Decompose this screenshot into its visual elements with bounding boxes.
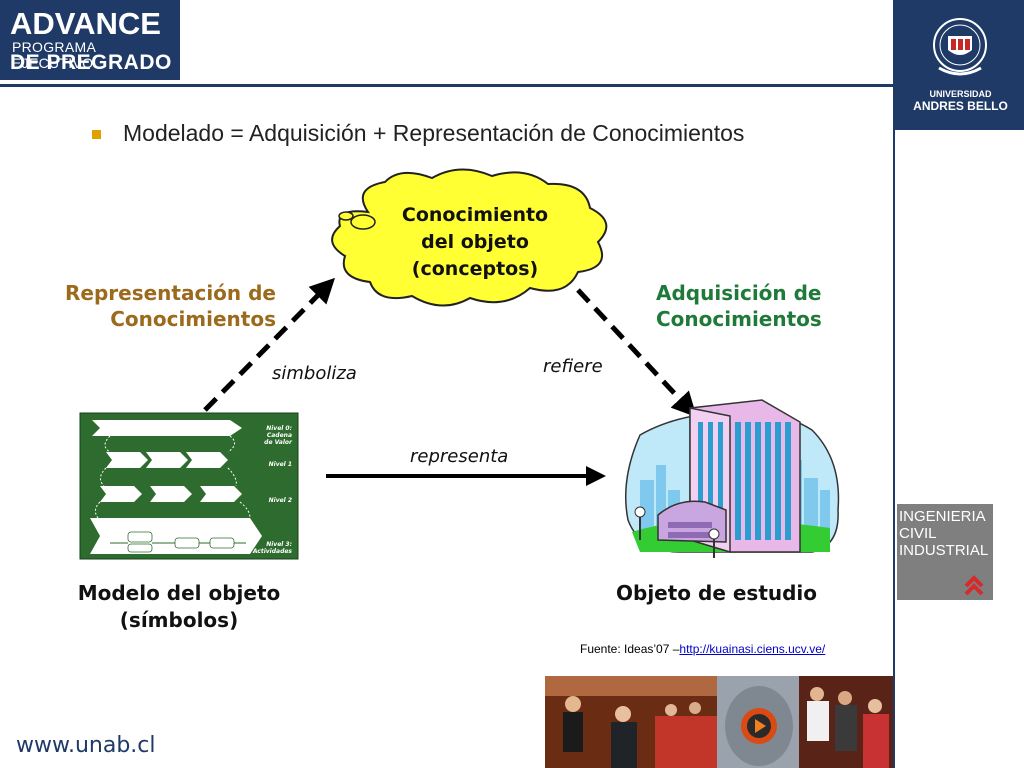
right-sidebar: UNIVERSIDAD ANDRES BELLO INGENIERIA CIVI… bbox=[893, 0, 1024, 768]
model-level-0-label: Nivel 0: bbox=[266, 425, 292, 432]
model-caption-line-2: (símbolos) bbox=[119, 608, 239, 632]
program-badge-text: INGENIERIA CIVIL INDUSTRIAL bbox=[899, 508, 988, 559]
program-badge: INGENIERIA CIVIL INDUSTRIAL bbox=[897, 504, 993, 600]
program-badge-line-3: INDUSTRIAL bbox=[899, 542, 989, 559]
university-name-line-1: UNIVERSIDAD bbox=[929, 89, 992, 99]
model-level-0-label: Cadena bbox=[267, 432, 292, 439]
advance-logo: ADVANCE PROGRAMA EJECUTIVO DE PREGRADO bbox=[0, 0, 180, 80]
program-badge-line-1: INGENIERIA bbox=[899, 508, 986, 525]
acquisition-label: Adquisición de Conocimientos bbox=[656, 280, 822, 332]
cloud-label-line-1: Conocimiento bbox=[401, 204, 549, 226]
model-level-1-label: Nivel 1 bbox=[269, 461, 292, 468]
edge-label-refiere: refiere bbox=[543, 356, 603, 377]
advance-logo-subtitle-1: PROGRAMA EJECUTIVO bbox=[12, 39, 96, 71]
cloud-label-line-3: (conceptos) bbox=[411, 258, 539, 280]
model-symbols-image: Nivel 0: Cadena de Valor Nivel 1 Nivel 2… bbox=[79, 412, 299, 560]
model-level-2-label: Nivel 2 bbox=[269, 497, 292, 504]
double-chevron-up-icon bbox=[964, 575, 984, 596]
source-prefix: Fuente: Ideas’07 – bbox=[580, 642, 680, 656]
website-url: www.unab.cl bbox=[16, 733, 156, 758]
source-citation: Fuente: Ideas’07 –http://kuainasi.ciens.… bbox=[580, 642, 825, 656]
advance-logo-subtitle-2: DE PREGRADO bbox=[10, 51, 172, 74]
header-divider bbox=[0, 84, 893, 87]
representation-label: Representación de Conocimientos bbox=[40, 280, 276, 332]
object-caption: Objeto de estudio bbox=[616, 581, 818, 605]
edge-label-representa: representa bbox=[410, 446, 509, 467]
arrow-refiere bbox=[576, 288, 697, 418]
cloud-label: Conocimiento del objeto (conceptos) bbox=[370, 202, 580, 283]
edge-label-simboliza: simboliza bbox=[272, 363, 357, 384]
acquisition-label-line-1: Adquisición de bbox=[656, 281, 822, 305]
university-logo: UNIVERSIDAD ANDRES BELLO bbox=[895, 0, 1024, 130]
slide-heading: Modelado = Adquisición + Representación … bbox=[123, 120, 745, 146]
cloud-label-line-2: del objeto bbox=[421, 231, 529, 253]
model-caption: Modelo del objeto (símbolos) bbox=[60, 580, 298, 634]
model-level-0-label: de Valor bbox=[264, 439, 293, 446]
knowledge-modeling-diagram: Nivel 0: Cadena de Valor Nivel 1 Nivel 2… bbox=[79, 168, 840, 560]
arrow-simboliza bbox=[203, 277, 336, 412]
campus-photo-strip bbox=[545, 676, 893, 768]
representation-label-line-1: Representación de bbox=[64, 281, 276, 305]
acquisition-label-line-2: Conocimientos bbox=[656, 307, 822, 331]
representation-label-line-2: Conocimientos bbox=[110, 307, 276, 331]
bullet-marker bbox=[92, 130, 101, 139]
knowledge-cloud bbox=[331, 168, 608, 307]
university-seal-icon bbox=[933, 18, 987, 76]
building-image bbox=[624, 399, 840, 558]
advance-logo-word: ADVANCE bbox=[10, 6, 161, 41]
program-badge-line-2: CIVIL bbox=[899, 525, 937, 542]
model-caption-line-1: Modelo del objeto bbox=[77, 581, 281, 605]
model-level-3-label: Nivel 3: bbox=[266, 541, 292, 548]
source-link[interactable]: http://kuainasi.ciens.ucv.ve/ bbox=[679, 642, 826, 656]
university-name-line-2: ANDRES BELLO bbox=[913, 99, 1008, 113]
model-level-3-label: Actividades bbox=[252, 548, 293, 555]
